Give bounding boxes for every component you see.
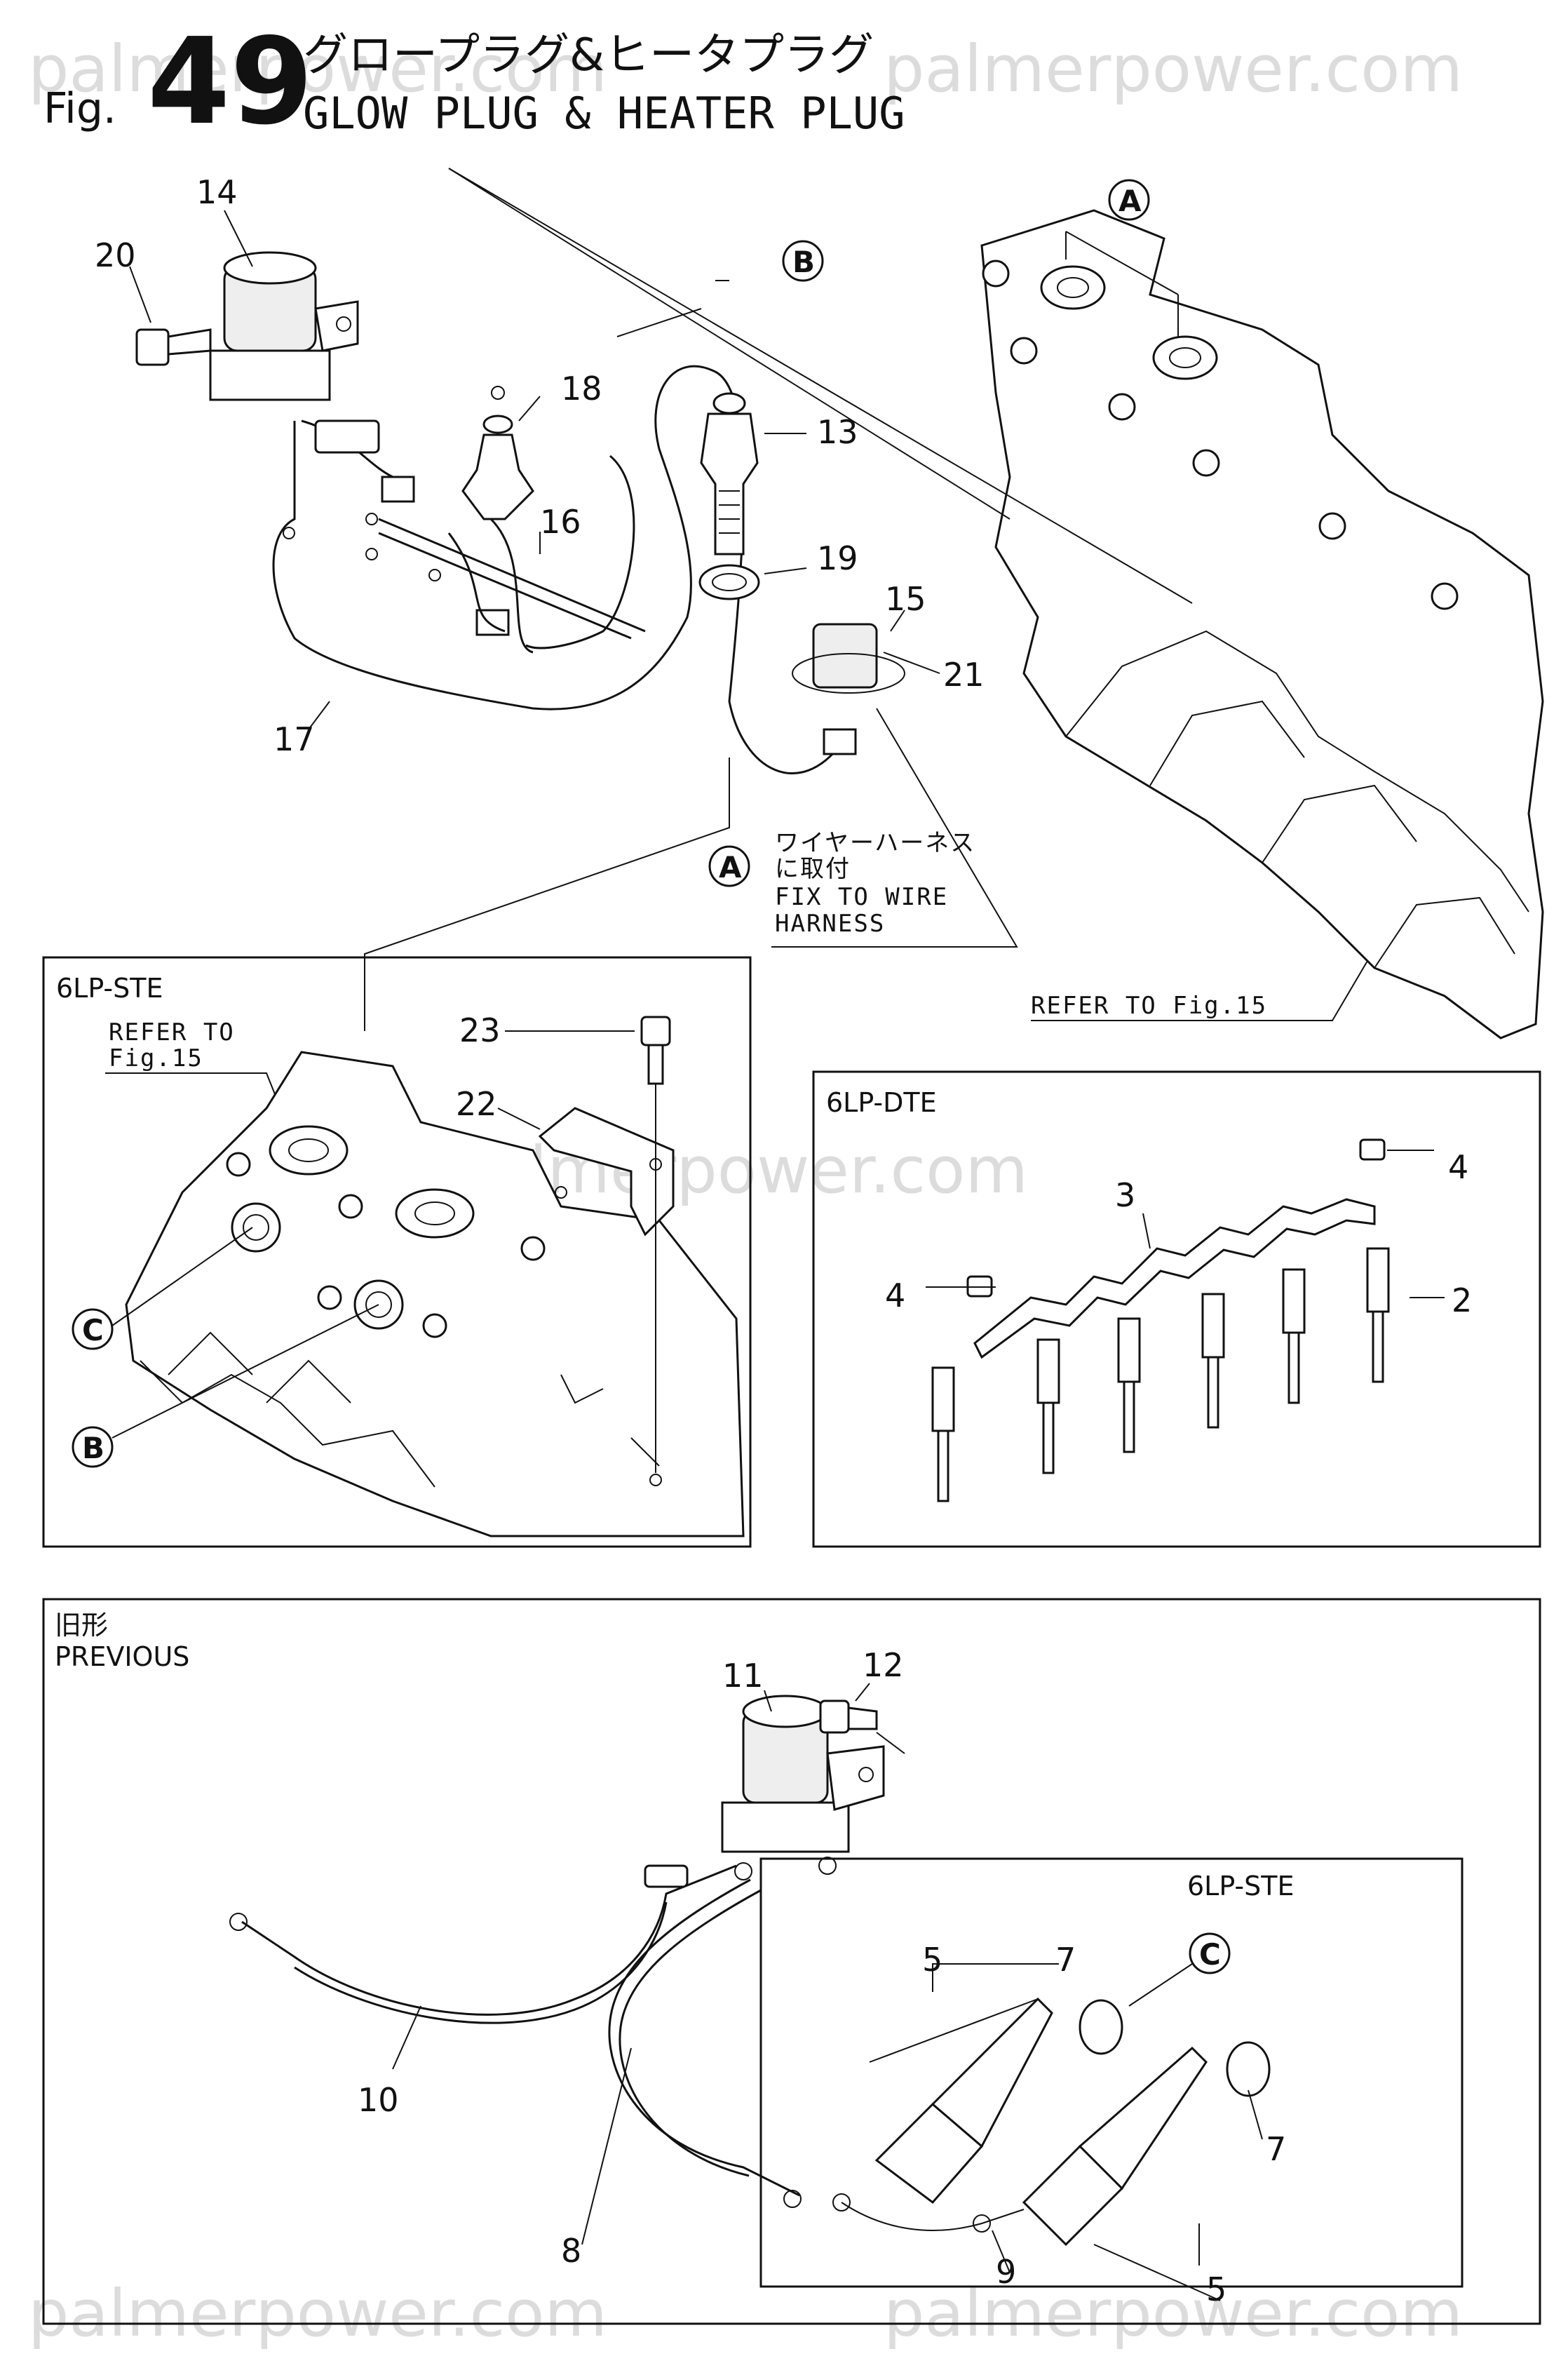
callout-8: 8 (561, 2232, 581, 2270)
box-6lp-ste-bottom (759, 1857, 1464, 2288)
watermark-bottom-left: palmerpower.com (28, 2276, 607, 2351)
callout-4-upper: 4 (1448, 1148, 1468, 1186)
callout-23: 23 (459, 1011, 501, 1049)
svg-text:C: C (1199, 1937, 1221, 1972)
relay-connector (823, 728, 857, 755)
heater-plug (461, 433, 534, 520)
note-refer-to: REFER TO (109, 1018, 235, 1046)
callout-5-upper: 5 (922, 1941, 942, 1979)
callout-19: 19 (817, 539, 858, 577)
callout-4-lower: 4 (885, 1277, 905, 1314)
box-6lp-dte (812, 1070, 1541, 1548)
intake-heater (700, 412, 759, 556)
glow-plug-connector-bar (973, 1198, 1376, 1359)
note-fix-jp-2: に取付 (775, 855, 851, 883)
callout-9: 9 (996, 2253, 1016, 2291)
callout-22: 22 (456, 1085, 497, 1123)
callout-7-lower: 7 (1266, 2130, 1286, 2168)
title-english: GLOW PLUG & HEATER PLUG (303, 88, 905, 139)
callout-14: 14 (196, 173, 238, 211)
box-previous-title-jp: 旧形 (55, 1610, 108, 1641)
callout-13: 13 (817, 413, 858, 451)
ref-circle-b-ste: B (72, 1426, 114, 1468)
box-6lp-ste-top (42, 956, 752, 1548)
watermark-top-left: palmerpower.com (28, 32, 607, 107)
callout-7-upper: 7 (1055, 1941, 1076, 1979)
callout-12: 12 (863, 1646, 904, 1684)
previous-relay-bolt (819, 1699, 850, 1734)
previous-glow-relay (721, 1695, 885, 1853)
box-previous-title-en: PREVIOUS (55, 1641, 189, 1672)
gasket-ring (698, 564, 760, 600)
watermark-top-right: palmerpower.com (884, 32, 1463, 107)
bracket-bolt (640, 1016, 671, 1046)
previous-heater-plug-1 (874, 1997, 1053, 2204)
note-fix-jp-1: ワイヤーハーネス (775, 829, 975, 857)
box-6lp-ste-top-title: 6LP-STE (56, 973, 163, 1004)
callout-21: 21 (943, 656, 985, 694)
callout-17: 17 (273, 720, 315, 758)
svg-text:A: A (1118, 184, 1142, 218)
callout-3: 3 (1115, 1176, 1135, 1214)
note-refer-fig15-top: REFER TO Fig.15 (1031, 992, 1267, 1020)
ste-manifold (125, 1051, 745, 1537)
callout-15: 15 (885, 580, 926, 618)
ref-circle-a-harness: A (708, 845, 750, 887)
previous-cable-10 (241, 1864, 737, 2016)
callout-18: 18 (561, 370, 602, 408)
svg-text:A: A (719, 850, 742, 884)
sealing-ring-2 (1226, 2041, 1271, 2097)
note-fix-en-1: FIX TO WIRE (775, 883, 948, 911)
note-fig15: Fig.15 (109, 1044, 203, 1072)
ref-circle-b-top: B (782, 240, 824, 282)
callout-5-lower: 5 (1206, 2270, 1226, 2308)
callout-11: 11 (722, 1657, 764, 1695)
box-6lp-dte-title: 6LP-DTE (826, 1087, 937, 1118)
callout-2: 2 (1452, 1281, 1472, 1319)
sealing-ring-1 (1079, 1999, 1123, 2055)
watermark-bottom-right: palmerpower.com (884, 2276, 1463, 2351)
callout-10: 10 (358, 2081, 399, 2119)
box-previous (42, 1598, 1541, 2325)
ref-circle-a-top: A (1108, 179, 1150, 221)
callout-16: 16 (540, 503, 581, 541)
svg-text:B: B (792, 245, 815, 279)
previous-cable-8 (608, 1878, 800, 2197)
relay-bolt (135, 328, 170, 366)
glow-plugs (931, 1247, 1390, 1502)
fig-number: 49 (147, 13, 313, 152)
note-fix-en-2: HARNESS (775, 910, 885, 938)
bracket (538, 1107, 675, 1237)
ref-circle-c-ste: C (72, 1308, 114, 1350)
box-6lp-ste-bottom-title: 6LP-STE (1187, 1871, 1294, 1901)
previous-heater-plug-2 (1022, 2046, 1208, 2247)
fig-prefix: Fig. (43, 84, 116, 133)
title-japanese: グロープラグ&ヒータプラグ (303, 29, 874, 81)
callout-20: 20 (95, 236, 136, 274)
svg-text:B: B (82, 1431, 104, 1465)
nut-upper (1359, 1138, 1386, 1161)
intake-manifold (980, 209, 1544, 1039)
ref-circle-c-previous: C (1189, 1932, 1231, 1974)
previous-lead-wire (841, 2202, 1025, 2231)
top-assembly (129, 168, 1544, 1039)
svg-text:C: C (82, 1313, 104, 1347)
